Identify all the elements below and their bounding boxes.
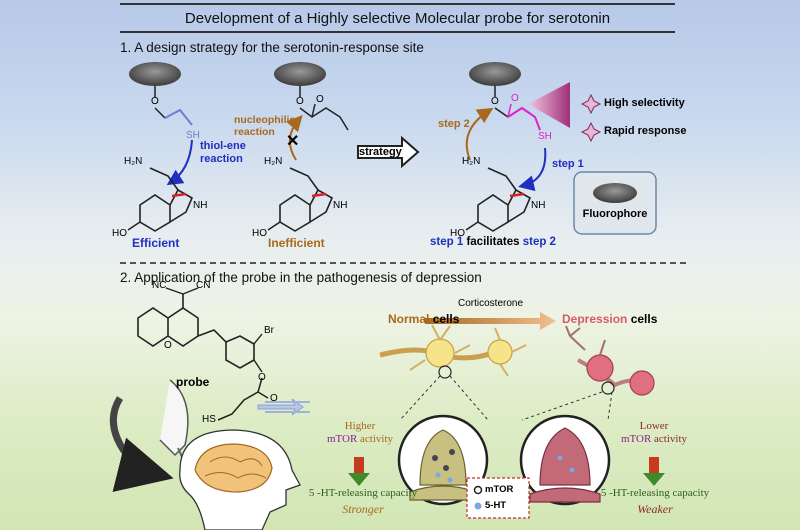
- panel-b-nh-label: NH: [333, 200, 348, 211]
- panel-c-ho-label: HO: [450, 228, 465, 239]
- figure-title: Development of a Highly selective Molecu…: [120, 3, 675, 33]
- section2-heading: 2. Application of the probe in the patho…: [120, 270, 482, 285]
- fluorophore-cloud-c: [469, 62, 521, 86]
- depression-cells-label: Depression cells: [562, 312, 657, 326]
- caption-facilitates: facilitates: [466, 236, 520, 248]
- panel-a-molecule: [127, 62, 194, 232]
- panel-b-ho-label: HO: [252, 228, 267, 239]
- caption-step2: step 2: [522, 236, 556, 248]
- left-verdict: Stronger: [342, 502, 384, 516]
- corticosterone-arrow: [425, 312, 556, 330]
- thiol-ene-line2: reaction: [200, 153, 243, 165]
- normal-synapse-zoom: [397, 414, 489, 506]
- panel-a-amine-label: H₂N: [124, 156, 143, 167]
- panel-b-molecule: [267, 62, 349, 232]
- panel-a-ho-label: HO: [112, 228, 127, 239]
- section1-heading: 1. A design strategy for the serotonin-r…: [120, 40, 424, 55]
- nucleophilic-line1: nucleophilic: [234, 114, 296, 126]
- probe-br-label: Br: [264, 325, 274, 336]
- normal-cells-label: Normal cells: [388, 312, 459, 326]
- panel-a-caption: Efficient: [132, 236, 180, 250]
- step2-label: step 2: [438, 118, 470, 130]
- feature-rapid-response: Rapid response: [604, 125, 687, 137]
- sparkle-icon: [580, 93, 602, 115]
- left-down-arrow: [348, 457, 370, 486]
- panel-c-sh-label: SH: [538, 131, 552, 142]
- fluorophore-legend-label: Fluorophore: [582, 208, 648, 220]
- corticosterone-label: Corticosterone: [458, 298, 524, 309]
- zoom-marker: [438, 365, 452, 379]
- panel-c-caption: step 1 facilitates step 2: [430, 236, 556, 248]
- panel-b-amine-label: H₂N: [264, 156, 283, 167]
- normal-suffix: cells: [432, 312, 460, 326]
- normal-neuron-chain: [379, 324, 527, 379]
- right-lower: Lower: [639, 420, 669, 432]
- panel-b-carbonyl-label: O: [316, 94, 324, 105]
- left-readout: Higher mTOR activity: [320, 420, 400, 446]
- probe-cn-label: CN: [196, 280, 211, 291]
- right-activity: activity: [654, 433, 688, 445]
- fluorophore-cloud-a: [129, 62, 181, 86]
- probe-ester-oxygen: O: [258, 372, 266, 383]
- probe-ring-oxygen: O: [164, 340, 172, 351]
- right-verdict: Weaker: [637, 502, 673, 516]
- key-mtor-label: mTOR: [485, 484, 514, 495]
- left-capacity: 5 -HT-releasing capacity: [308, 487, 418, 499]
- right-mtor: mTOR: [620, 433, 652, 445]
- mtor-key-icon: [473, 485, 483, 495]
- right-readout: Lower mTOR activity: [614, 420, 694, 446]
- panel-c-molecule: [465, 62, 547, 232]
- panel-b-oxygen-label: O: [296, 96, 304, 107]
- brain-injection-illustration: [109, 379, 301, 530]
- step1-label: step 1: [552, 158, 584, 170]
- left-mtor: mTOR: [326, 433, 358, 445]
- panel-a-sh-label: SH: [186, 130, 200, 141]
- panel-a-nh-label: NH: [193, 200, 208, 211]
- panel-a-oxygen-label: O: [151, 96, 159, 107]
- depression-neuron-chain: [565, 325, 655, 396]
- fluorophore-cloud-b: [274, 62, 326, 86]
- zoom-marker: [601, 381, 615, 395]
- strategy-label: strategy: [359, 146, 402, 158]
- nucleophilic-label: nucleophilic reaction: [234, 114, 295, 138]
- gloved-hand: [159, 379, 189, 457]
- panel-c-nh-label: NH: [531, 200, 546, 211]
- strategy-arrow: [357, 135, 420, 169]
- sparkle-icon: [580, 121, 602, 143]
- thiol-ene-label: thiol-ene reaction: [200, 140, 246, 166]
- 5ht-key-icon: [474, 502, 482, 510]
- brain: [194, 443, 273, 493]
- probe-carbonyl-oxygen: O: [270, 393, 278, 404]
- depression-synapse-zoom: [519, 414, 611, 506]
- blocked-cross-icon: ✕: [286, 133, 300, 150]
- panel-b-caption: Inefficient: [268, 236, 325, 250]
- probe-nc-label: NC: [152, 280, 167, 291]
- left-activity: activity: [360, 433, 394, 445]
- nucleophilic-line2: reaction: [234, 126, 275, 138]
- depression-suffix: cells: [630, 312, 658, 326]
- normal-word: Normal: [388, 312, 430, 326]
- key-5ht-label: 5-HT: [485, 500, 507, 511]
- fluorophore-legend-cloud: [593, 183, 637, 203]
- panel-c-carbonyl-label: O: [511, 93, 519, 104]
- panel-c-amine-label: H₂N: [462, 156, 481, 167]
- probe-label: probe: [176, 375, 210, 389]
- right-capacity: 5 -HT-releasing capacity: [600, 487, 710, 499]
- caption-step1: step 1: [430, 236, 464, 248]
- feature-high-selectivity: High selectivity: [604, 97, 685, 109]
- left-higher: Higher: [344, 420, 376, 432]
- probe-hs-label: HS: [202, 414, 216, 425]
- thiol-ene-line1: thiol-ene: [200, 140, 246, 152]
- panel-c-oxygen-label: O: [491, 96, 499, 107]
- right-down-arrow: [643, 457, 665, 486]
- selectivity-triangle: [528, 82, 570, 128]
- probe-molecule: [137, 287, 269, 421]
- depression-word: Depression: [562, 312, 628, 326]
- key-box: [466, 477, 530, 519]
